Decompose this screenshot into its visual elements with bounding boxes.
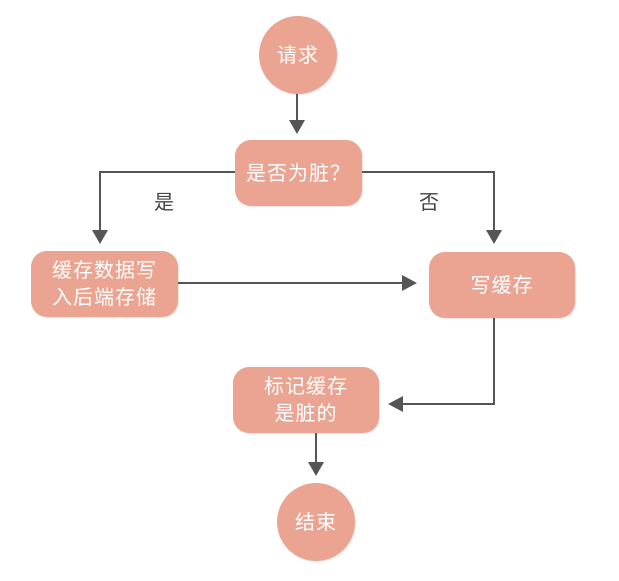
write-cache-label: 写缓存 (470, 272, 534, 297)
arrowhead-write-cache (486, 230, 502, 244)
arrowhead-decision (289, 120, 305, 134)
decision-label: 是否为脏？ (246, 160, 351, 185)
edge-decision-yes (99, 171, 236, 231)
arrowhead-write-backend (92, 230, 108, 244)
write-backend-node: 缓存数据写 入后端存储 (31, 251, 178, 317)
arrowhead-mark-dirty (388, 396, 403, 412)
mark-dirty-node: 标记缓存 是脏的 (233, 367, 379, 433)
arrowhead-backend-to-cache (402, 275, 417, 291)
edge-cache-to-mark (402, 317, 495, 405)
mark-dirty-label-line1: 标记缓存 (264, 374, 348, 398)
end-node: 结束 (277, 483, 355, 561)
end-label: 结束 (295, 509, 337, 534)
decision-node: 是否为脏？ (235, 140, 362, 206)
write-cache-node: 写缓存 (429, 252, 575, 318)
start-node: 请求 (259, 16, 337, 94)
no-edge-label: 否 (419, 190, 439, 214)
write-backend-label-line2: 入后端存储 (52, 285, 157, 309)
write-backend-label-line1: 缓存数据写 (52, 258, 157, 282)
edge-decision-no (361, 171, 495, 231)
mark-dirty-label-line2: 是脏的 (274, 401, 338, 425)
arrowhead-end (308, 462, 324, 476)
start-label: 请求 (277, 42, 319, 67)
yes-edge-label: 是 (154, 190, 174, 214)
